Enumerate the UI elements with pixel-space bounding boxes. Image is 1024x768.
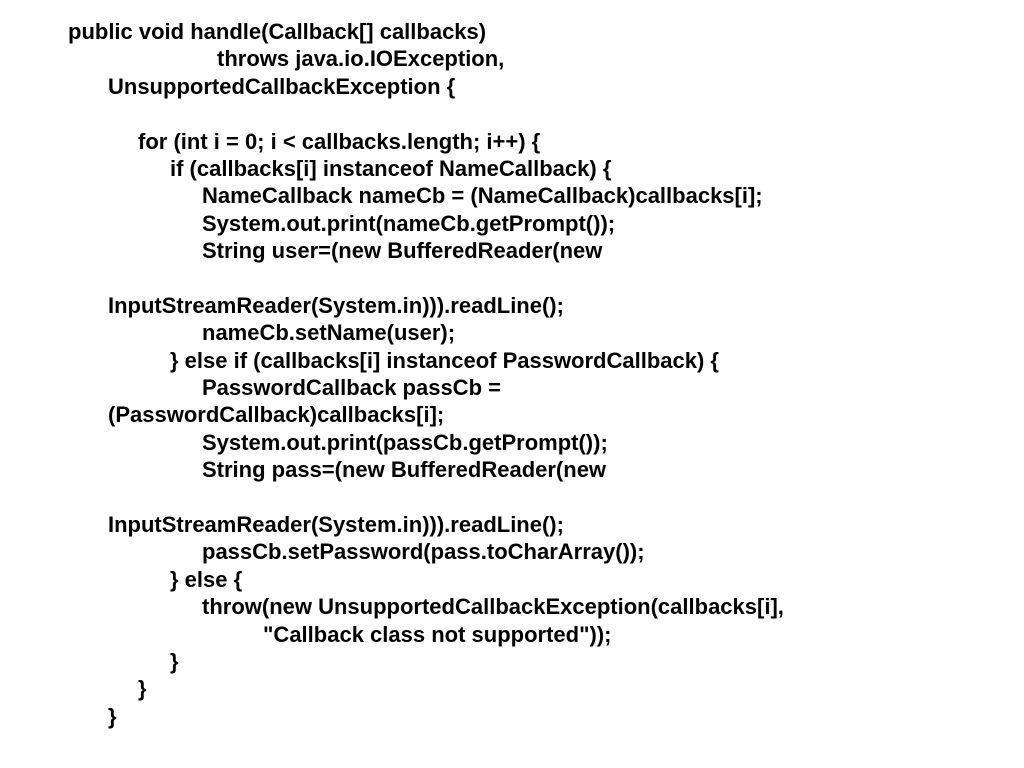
code-line: InputStreamReader(System.in))).readLine(… (0, 511, 1024, 538)
code-text: throw(new UnsupportedCallbackException(c… (202, 594, 784, 620)
code-text: (PasswordCallback)callbacks[i]; (108, 402, 445, 428)
code-line: throw(new UnsupportedCallbackException(c… (0, 593, 1024, 620)
code-line: public void handle(Callback[] callbacks) (0, 18, 1024, 45)
code-line: "Callback class not supported")); (0, 621, 1024, 648)
code-line: } (0, 675, 1024, 702)
code-line: } else { (0, 566, 1024, 593)
code-text: PasswordCallback passCb = (202, 375, 501, 401)
code-line: System.out.print(passCb.getPrompt()); (0, 429, 1024, 456)
code-text: for (int i = 0; i < callbacks.length; i+… (138, 128, 541, 154)
code-text: } (108, 703, 117, 729)
code-line: String user=(new BufferedReader(new (0, 237, 1024, 264)
code-text: UnsupportedCallbackException { (108, 73, 456, 99)
code-line (0, 265, 1024, 292)
code-text: InputStreamReader(System.in))).readLine(… (108, 292, 564, 318)
code-line: } (0, 703, 1024, 730)
code-line: PasswordCallback passCb = (0, 374, 1024, 401)
code-text: passCb.setPassword(pass.toCharArray()); (202, 539, 645, 565)
code-listing: public void handle(Callback[] callbacks)… (0, 18, 1024, 730)
code-text: } else if (callbacks[i] instanceof Passw… (170, 347, 719, 373)
code-text: "Callback class not supported")); (263, 621, 612, 647)
code-text: InputStreamReader(System.in))).readLine(… (108, 512, 564, 538)
code-line: } (0, 648, 1024, 675)
code-text: String user=(new BufferedReader(new (202, 238, 603, 264)
code-text: System.out.print(nameCb.getPrompt()); (202, 210, 616, 236)
code-text: if (callbacks[i] instanceof NameCallback… (170, 155, 612, 181)
code-text: } else { (170, 566, 243, 592)
code-line: NameCallback nameCb = (NameCallback)call… (0, 182, 1024, 209)
code-line (0, 484, 1024, 511)
code-line: UnsupportedCallbackException { (0, 73, 1024, 100)
code-text: } (170, 648, 179, 674)
code-text: nameCb.setName(user); (202, 320, 456, 346)
code-line: nameCb.setName(user); (0, 319, 1024, 346)
code-line: } else if (callbacks[i] instanceof Passw… (0, 347, 1024, 374)
code-line: throws java.io.IOException, (0, 45, 1024, 72)
code-line (0, 100, 1024, 127)
code-line: (PasswordCallback)callbacks[i]; (0, 401, 1024, 428)
code-text: } (138, 676, 147, 702)
code-text: public void handle(Callback[] callbacks) (68, 19, 487, 44)
code-line: System.out.print(nameCb.getPrompt()); (0, 210, 1024, 237)
code-line: String pass=(new BufferedReader(new (0, 456, 1024, 483)
code-line: for (int i = 0; i < callbacks.length; i+… (0, 128, 1024, 155)
code-line: InputStreamReader(System.in))).readLine(… (0, 292, 1024, 319)
code-text: String pass=(new BufferedReader(new (202, 457, 607, 483)
code-line: passCb.setPassword(pass.toCharArray()); (0, 538, 1024, 565)
code-text: NameCallback nameCb = (NameCallback)call… (202, 183, 763, 209)
code-text: System.out.print(passCb.getPrompt()); (202, 429, 608, 455)
code-text: throws java.io.IOException, (217, 46, 505, 72)
code-line: if (callbacks[i] instanceof NameCallback… (0, 155, 1024, 182)
